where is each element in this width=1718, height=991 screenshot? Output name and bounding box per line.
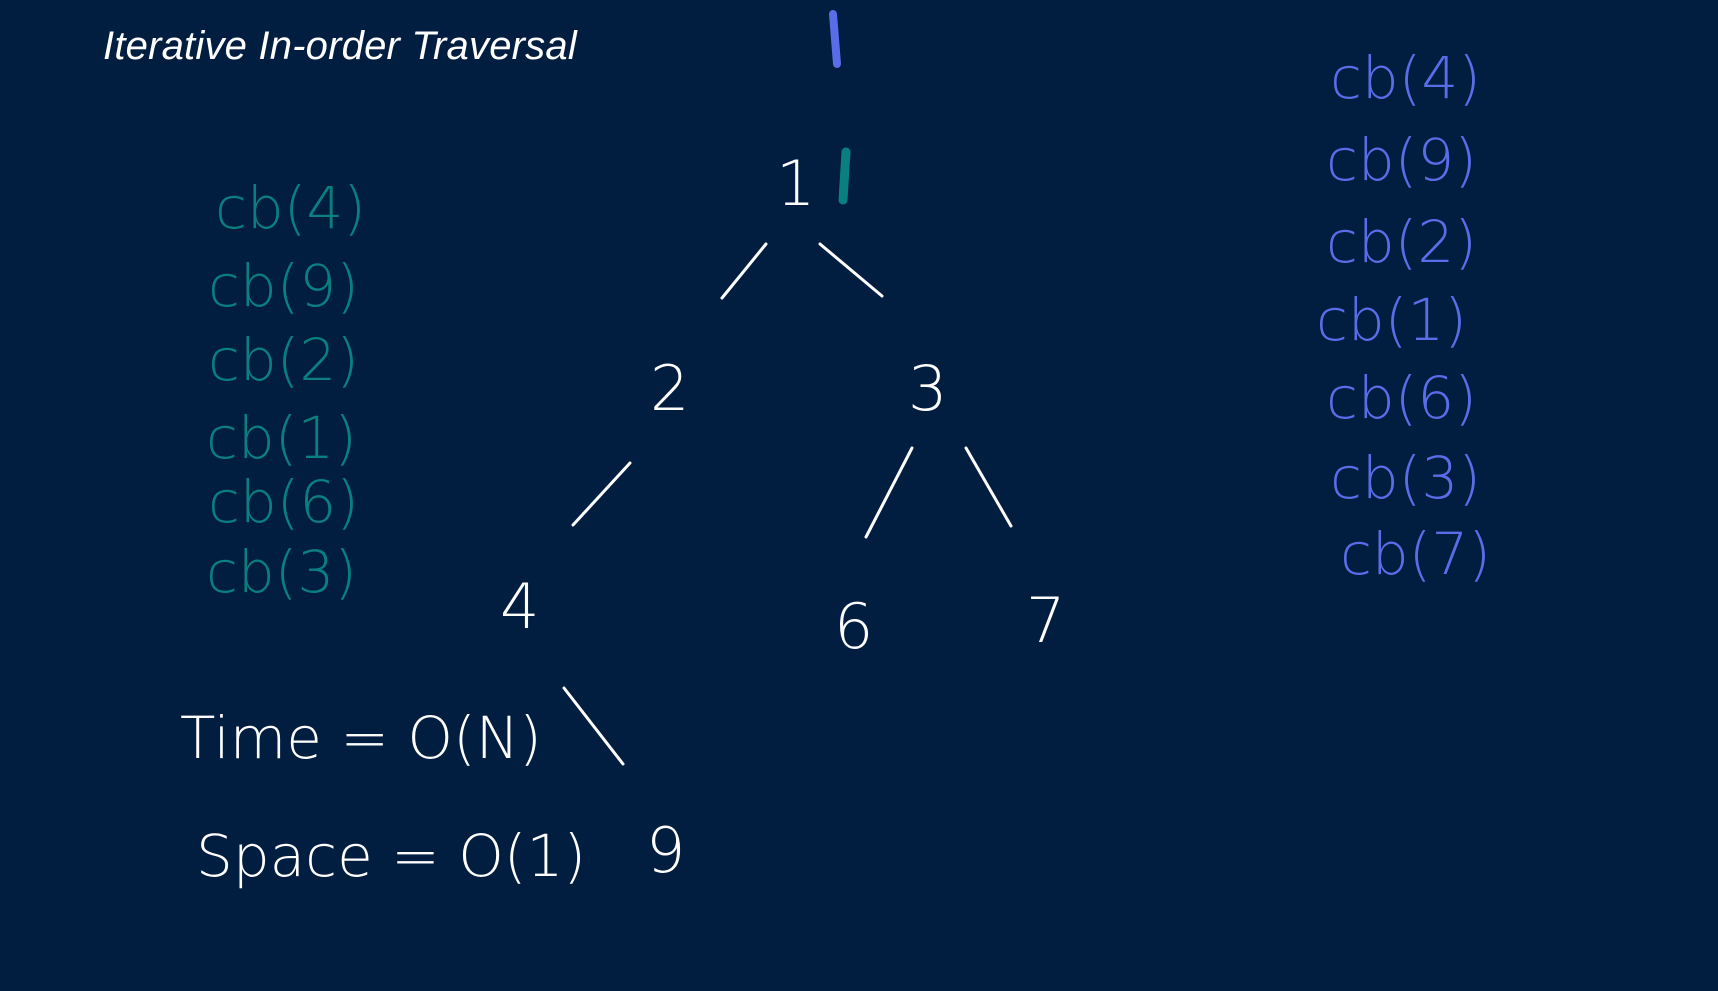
tree-edges [562, 242, 1013, 766]
teal-call-item: cb(6) [208, 468, 359, 536]
tree-node-2: 2 [650, 352, 689, 425]
teal-call-item: cb(9) [208, 252, 359, 320]
teal-callback-list: cb(4) cb(9) cb(2) cb(1) cb(6) cb(3) [206, 174, 366, 606]
blue-pen-mark [829, 10, 841, 68]
edge-4-9 [562, 686, 625, 766]
blue-call-item: cb(1) [1316, 286, 1467, 354]
edge-2-4 [571, 461, 632, 527]
tree-node-6: 6 [834, 590, 873, 663]
tree-node-4: 4 [500, 570, 539, 643]
blue-call-item: cb(2) [1326, 208, 1477, 276]
teal-call-item: cb(4) [215, 174, 366, 242]
edge-1-2 [720, 242, 768, 300]
space-complexity: Space = O(1) [196, 822, 586, 890]
blue-call-item: cb(3) [1330, 444, 1481, 512]
tree-node-9: 9 [646, 814, 685, 887]
blue-call-item: cb(9) [1326, 126, 1477, 194]
blue-call-item: cb(6) [1326, 364, 1477, 432]
edge-3-7 [964, 446, 1013, 528]
blue-call-item: cb(7) [1340, 520, 1491, 588]
tree-node-1: 1 [776, 147, 815, 220]
teal-call-item: cb(3) [206, 538, 357, 606]
teal-pen-mark [838, 147, 851, 205]
tree-nodes: 1 2 3 4 6 7 9 [500, 147, 1065, 887]
teal-call-item: cb(2) [208, 326, 359, 394]
teal-call-item: cb(1) [206, 404, 357, 472]
complexity-notes: Time = O(N) Space = O(1) [180, 704, 586, 890]
edge-1-3 [818, 242, 884, 298]
time-complexity: Time = O(N) [180, 704, 542, 772]
blue-call-item: cb(4) [1330, 44, 1481, 112]
page-title: Iterative In-order Traversal [103, 24, 577, 68]
tree-node-7: 7 [1026, 584, 1065, 657]
blue-callback-list: cb(4) cb(9) cb(2) cb(1) cb(6) cb(3) cb(7… [1316, 44, 1491, 588]
tree-node-3: 3 [908, 352, 947, 425]
edge-3-6 [864, 446, 914, 539]
